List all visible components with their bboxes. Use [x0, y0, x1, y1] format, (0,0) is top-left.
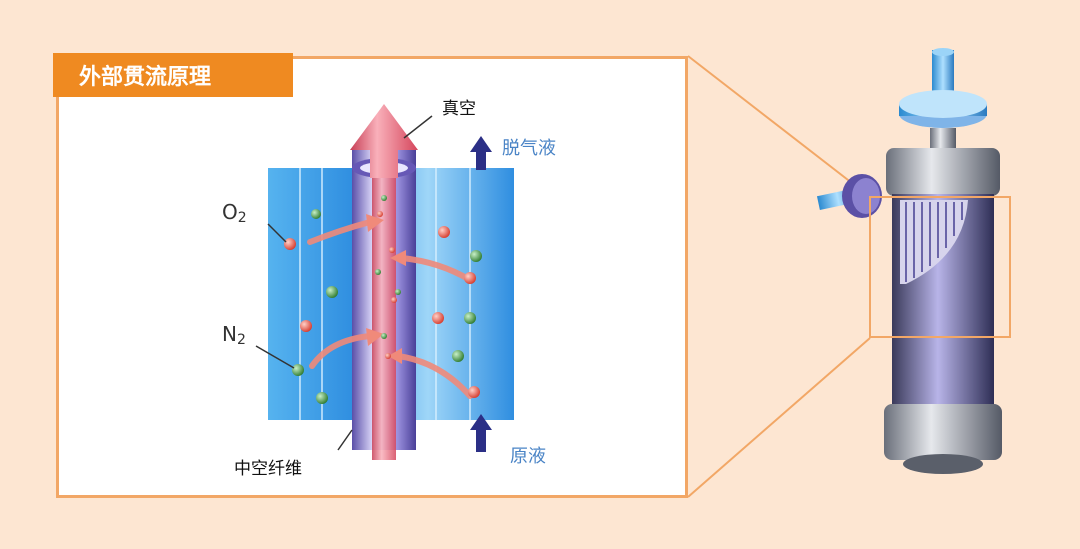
- diagram-title: 外部贯流原理: [53, 53, 293, 97]
- degasser-module: [816, 48, 1002, 474]
- raw-liquid-label: 原液: [510, 446, 546, 467]
- gas-molecules: [284, 195, 482, 404]
- degassed-flow-arrow: [470, 136, 492, 170]
- degassed-liquid-label: 脱气液: [502, 138, 556, 159]
- flow-arrows: [470, 136, 492, 452]
- o2-label: O2: [222, 200, 247, 226]
- vacuum-arrow: [350, 104, 418, 178]
- hollow-fiber-label: 中空纤维: [234, 459, 302, 479]
- vacuum-label: 真空: [442, 99, 476, 119]
- zoom-frame: [869, 196, 1011, 338]
- n2-label: N2: [222, 322, 246, 348]
- raw-flow-arrow: [470, 414, 492, 452]
